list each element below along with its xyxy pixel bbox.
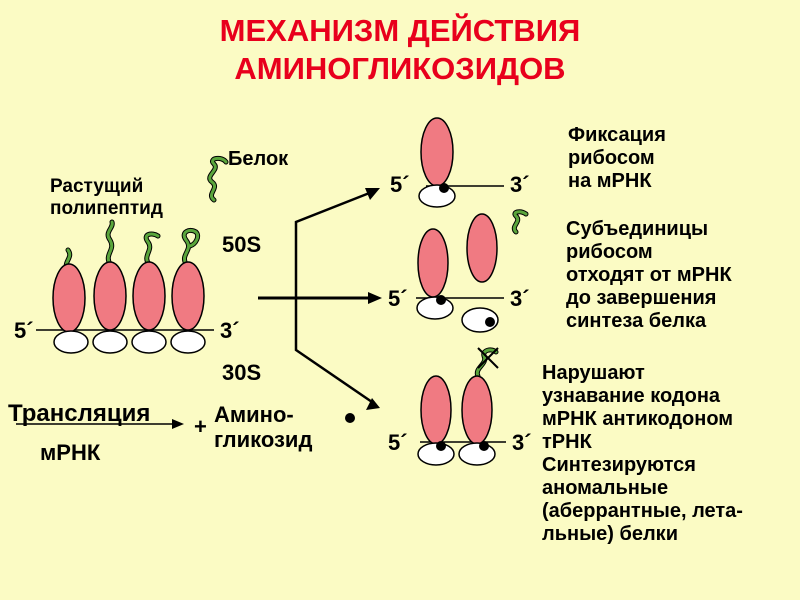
small-subunit-30s — [92, 330, 128, 354]
small-subunit-panel3b — [458, 442, 496, 466]
small-subunit-panel3a — [417, 442, 455, 466]
large-subunit-50s — [132, 261, 166, 331]
cross-mark — [477, 347, 499, 369]
translation-arrowhead — [172, 419, 184, 429]
free-protein-chain — [208, 156, 228, 202]
five-prime-panel1: 5´ — [390, 172, 410, 197]
aminoglycoside-dot-panel3a — [436, 441, 446, 451]
five-prime-left: 5´ — [14, 318, 34, 343]
subunits-leave-line: Субъединицы — [566, 218, 709, 240]
title-line-1: МЕХАНИЗМ ДЕЙСТВИЯ — [219, 13, 581, 48]
large-subunit-50s — [171, 261, 205, 331]
aminoglycoside-dot-panel1 — [439, 183, 449, 193]
three-prime-left: 3´ — [220, 318, 240, 343]
subunits-leave-line: до завершения — [566, 287, 717, 309]
subunits-leave-line: синтеза белка — [566, 310, 707, 332]
label-50s: 50S — [222, 232, 262, 257]
small-subunit-panel1 — [418, 184, 456, 208]
growing-polypeptide-line-2: полипептид — [50, 197, 163, 219]
title-line-2: АМИНОГЛИКОЗИДОВ — [234, 51, 566, 86]
large-subunit-panel1 — [420, 117, 454, 187]
three-prime-panel2: 3´ — [510, 286, 530, 311]
three-prime-panel3: 3´ — [512, 430, 532, 455]
polypeptide-chain — [106, 220, 114, 266]
fixation-description: Фиксация рибосом на мРНК — [568, 124, 666, 193]
subunits-leave-description: Субъединицы рибосом отходят от мРНК до з… — [566, 218, 732, 333]
small-subunit-30s — [131, 330, 167, 354]
fixation-line: на мРНК — [568, 170, 652, 192]
large-subunit-50s — [52, 263, 86, 333]
aberrant-polypeptide — [475, 348, 498, 378]
fixation-line: Фиксация — [568, 124, 666, 146]
polypeptide-chain — [144, 232, 160, 266]
codon-disruption-line: узнавание кодона — [542, 385, 721, 407]
lower-arrow — [294, 298, 373, 404]
growing-polypeptide-line-1: Растущий — [50, 176, 144, 197]
codon-disruption-line: Нарушают — [542, 362, 645, 384]
aminoglycoside-dot-panel3b — [479, 441, 489, 451]
mrna-label: мРНК — [40, 440, 101, 465]
lower-arrowhead — [366, 398, 380, 410]
codon-disruption-line: аномальные — [542, 477, 669, 499]
growing-polypeptide-label: Растущий полипептид — [50, 176, 163, 220]
small-subunit-30s — [170, 330, 206, 354]
upper-arrow — [294, 190, 373, 298]
center-arrowhead — [368, 292, 382, 304]
aminoglycoside-label: Амино- гликозид — [214, 402, 312, 453]
codon-disruption-line: тРНК — [542, 431, 592, 453]
fixation-line: рибосом — [568, 147, 655, 169]
detached-large-subunit — [466, 213, 498, 283]
five-prime-panel3: 5´ — [388, 430, 408, 455]
codon-disruption-line: льные) белки — [542, 523, 678, 545]
translation-label: Трансляция — [8, 400, 151, 427]
codon-disruption-description: Нарушают узнавание кодона мРНК антикодон… — [542, 362, 743, 546]
plus-sign: + — [194, 414, 207, 439]
aminoglycoside-dot-panel2 — [436, 295, 446, 305]
aminoglycoside-dot-detached — [485, 317, 495, 327]
aminoglycoside-line-2: гликозид — [214, 427, 313, 453]
subunits-leave-line: отходят от мРНК — [566, 264, 732, 286]
large-subunit-panel3b — [461, 375, 493, 445]
three-prime-panel1: 3´ — [510, 172, 530, 197]
polypeptide-chain — [182, 228, 200, 266]
large-subunit-panel3a — [420, 375, 452, 445]
five-prime-panel2: 5´ — [388, 286, 408, 311]
upper-arrowhead — [365, 188, 380, 200]
codon-disruption-line: (аберрантные, лета- — [542, 500, 743, 522]
small-subunit-panel2 — [416, 296, 454, 320]
small-subunit-30s — [53, 330, 89, 354]
large-subunit-50s — [93, 261, 127, 331]
aminoglycoside-dot — [345, 413, 355, 423]
short-polypeptide — [512, 210, 528, 234]
label-30s: 30S — [222, 360, 262, 385]
subunits-leave-line: рибосом — [566, 241, 653, 263]
aminoglycoside-line-1: Амино- — [214, 402, 294, 427]
protein-label: Белок — [228, 148, 289, 170]
large-subunit-panel2 — [417, 228, 449, 298]
codon-disruption-line: мРНК антикодоном — [542, 408, 734, 430]
codon-disruption-line: Синтезируются — [542, 454, 696, 476]
